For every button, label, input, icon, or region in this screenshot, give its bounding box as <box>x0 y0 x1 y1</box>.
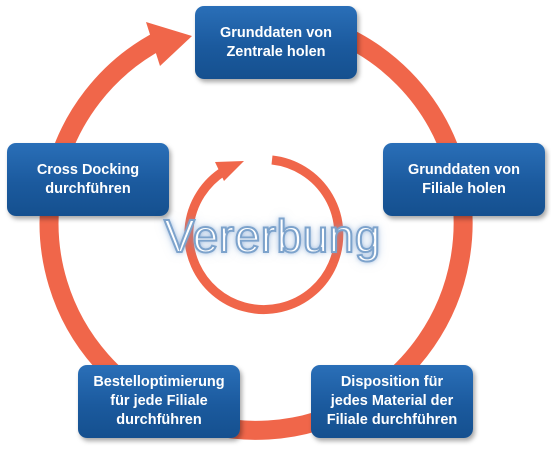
step-cross-docking: Cross Docking durchführen <box>7 143 169 216</box>
step-grunddaten-zentrale: Grunddaten von Zentrale holen <box>195 6 357 79</box>
step-disposition: Disposition für jedes Material der Filia… <box>311 365 473 438</box>
outer-cycle-arrowhead <box>146 22 192 66</box>
step-bestelloptimierung: Bestelloptimierung für jede Filiale durc… <box>78 365 240 438</box>
step-grunddaten-filiale: Grunddaten von Filiale holen <box>383 143 545 216</box>
inner-cycle-arrow <box>184 155 344 315</box>
center-title: Vererbung <box>163 209 381 263</box>
inner-cycle-arrowhead <box>215 161 244 181</box>
